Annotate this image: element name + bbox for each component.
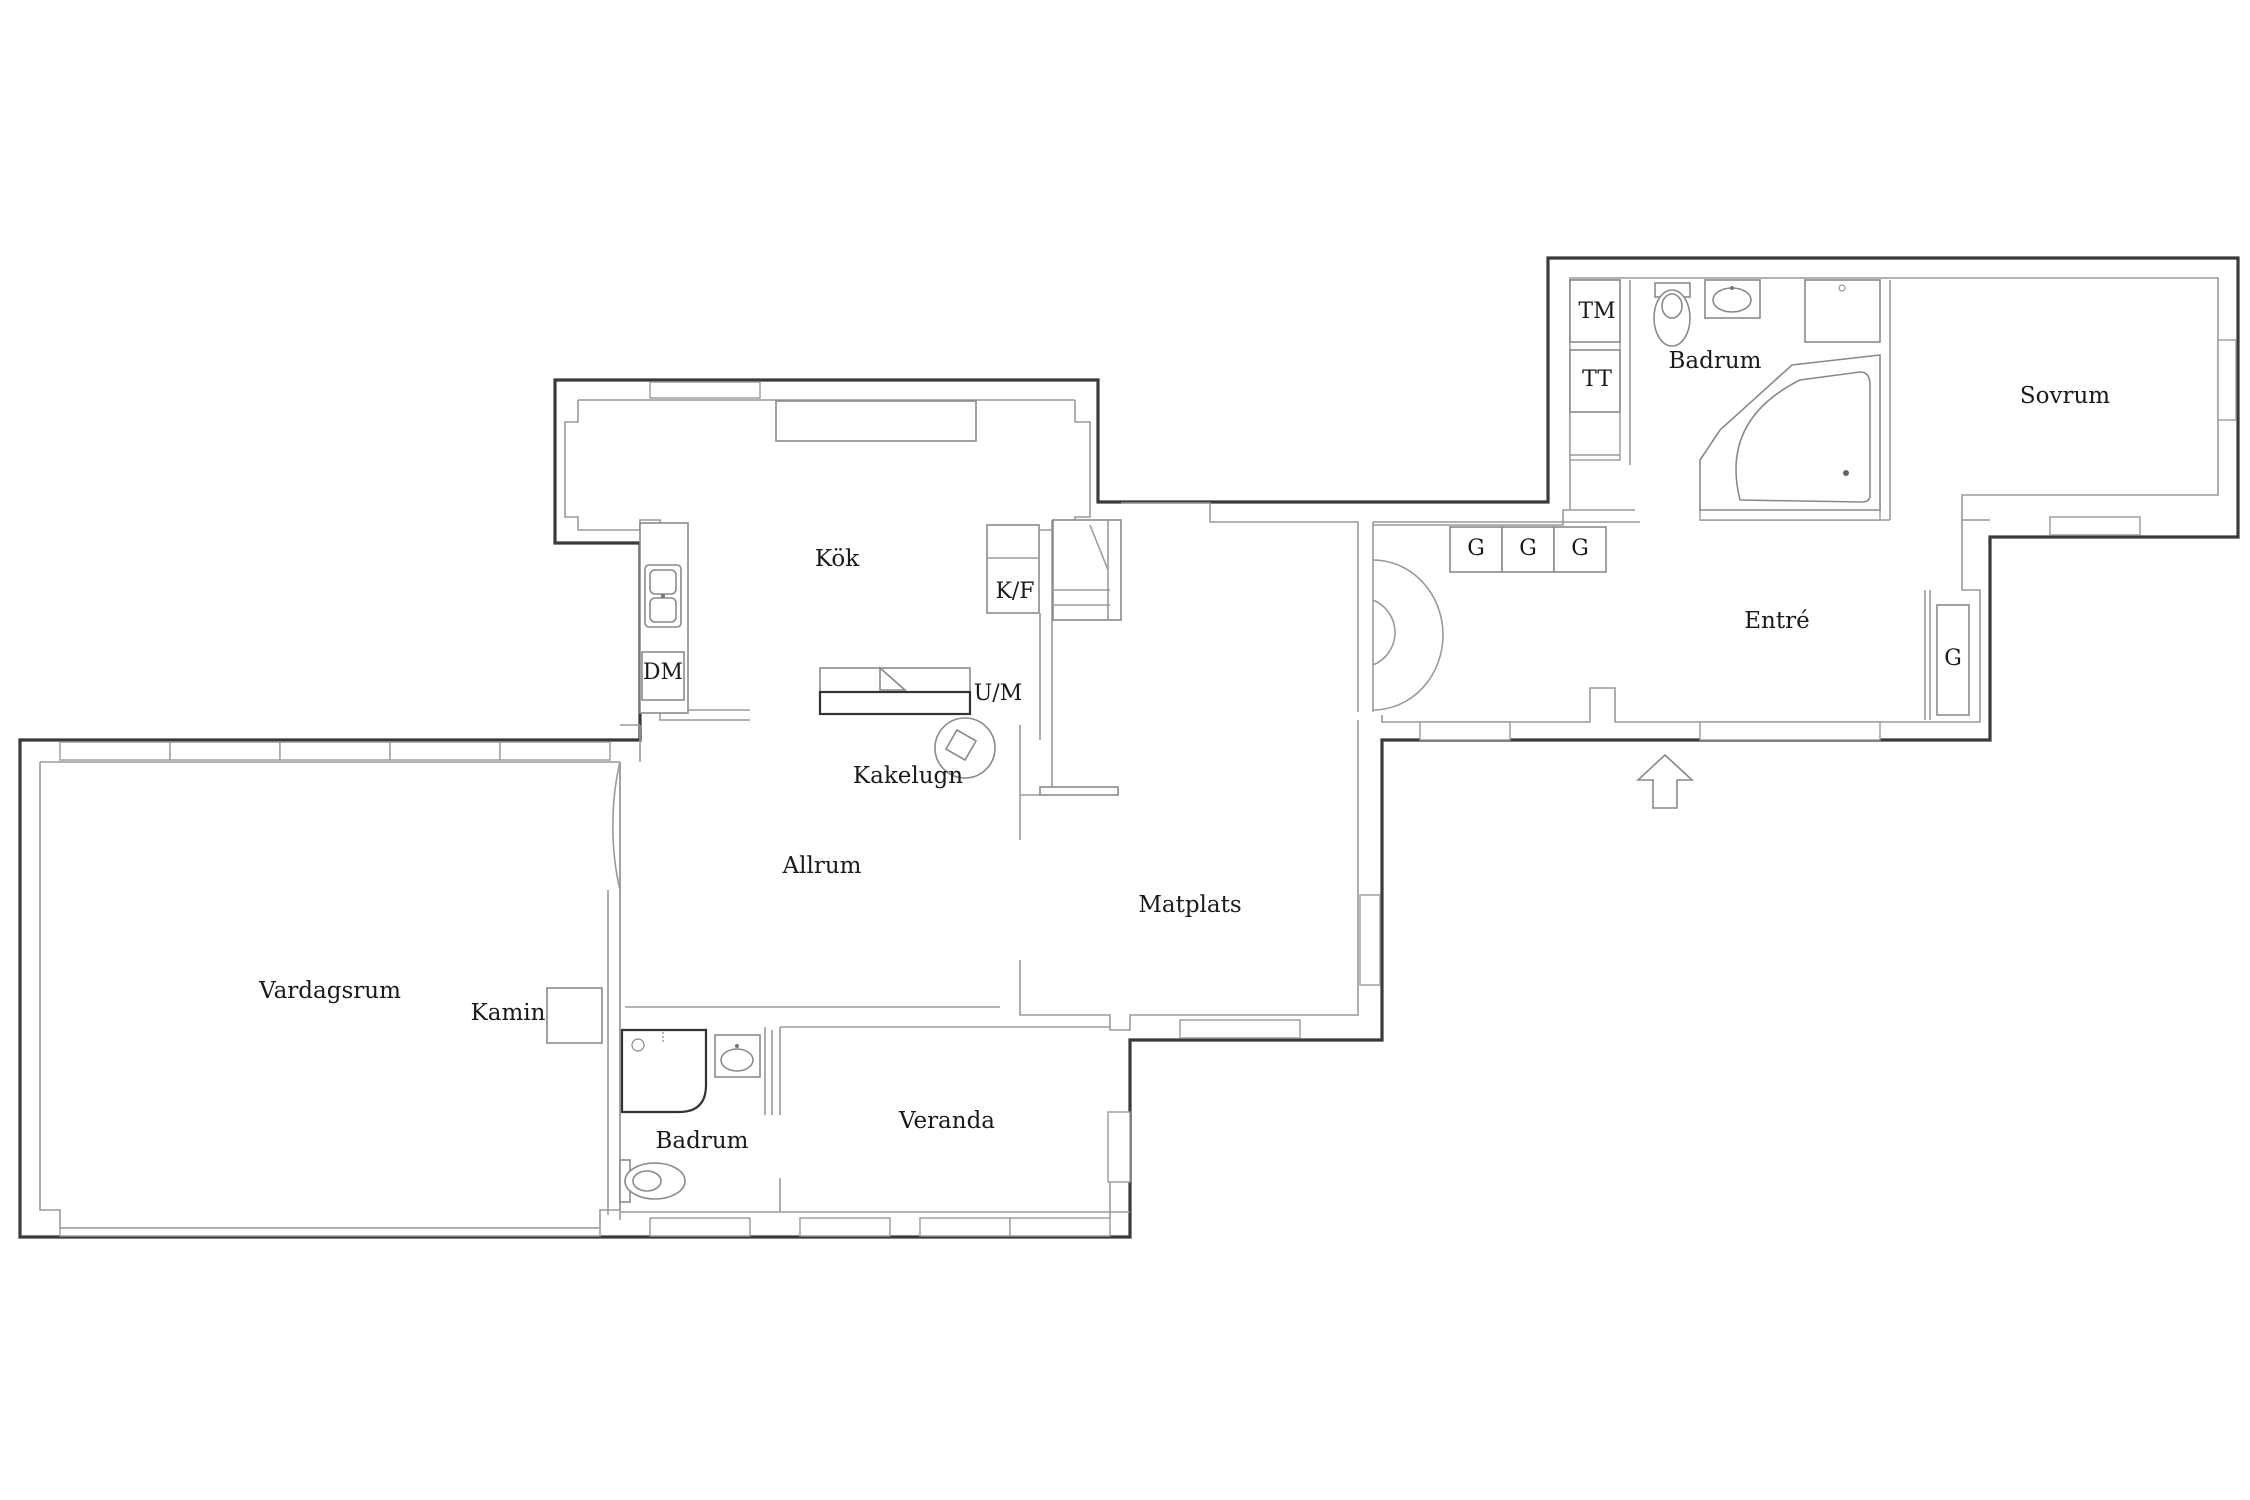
label-g3: G [1571,536,1589,561]
entrance-arrow-icon [1635,753,1695,809]
staircase [1052,519,1122,621]
washbasin-icon-upper [1704,279,1761,319]
room-label-sovrum: Sovrum [2020,383,2110,409]
label-dm: DM [643,660,683,685]
room-label-veranda: Veranda [898,1108,995,1134]
label-g2: G [1519,536,1537,561]
room-label-badrum-lower: Badrum [656,1128,749,1154]
wardrobe-right [1936,604,1970,716]
label-kf: K/F [995,579,1034,604]
upper-counter [775,400,977,442]
dishwasher-box [641,651,685,701]
toilet-icon [619,1159,686,1203]
label-kamin: Kamin [471,1000,546,1026]
kf-cabinet [986,524,1040,614]
bathtub-icon [1699,354,1881,511]
shower-icon [620,1028,708,1114]
toilet-icon-upper [1653,282,1691,347]
room-label-entre: Entré [1744,608,1809,634]
room-label-kok: Kök [815,546,860,572]
washbasin-icon [714,1034,761,1078]
windows [59,279,2237,1237]
kitchen-sink-icon [644,564,682,628]
label-g4: G [1944,646,1962,671]
room-label-vardagsrum: Vardagsrum [258,978,401,1004]
outer-walls [18,256,2240,1239]
label-um: U/M [974,681,1022,706]
room-labels: Kök Allrum Matplats Vardagsrum Veranda B… [258,348,2110,1154]
wardrobe-3 [1553,526,1607,573]
stove-top [818,690,972,716]
fixtures [546,279,1881,1203]
tm-cabinet [1569,279,1621,343]
kamin-box [546,987,603,1044]
label-tt: TT [1582,367,1612,392]
fixture-labels: K/F DM U/M Kakelugn Kamin TM TT G G G G [471,299,1962,1026]
kakelugn-icon [934,717,996,779]
label-tm: TM [1578,299,1615,324]
room-label-badrum-upper: Badrum [1669,348,1762,374]
wardrobe-1 [1449,526,1503,573]
label-kakelugn: Kakelugn [853,763,963,789]
room-label-matplats: Matplats [1138,892,1241,918]
doors [612,559,1444,891]
room-label-allrum: Allrum [782,853,862,879]
label-g1: G [1467,536,1485,561]
